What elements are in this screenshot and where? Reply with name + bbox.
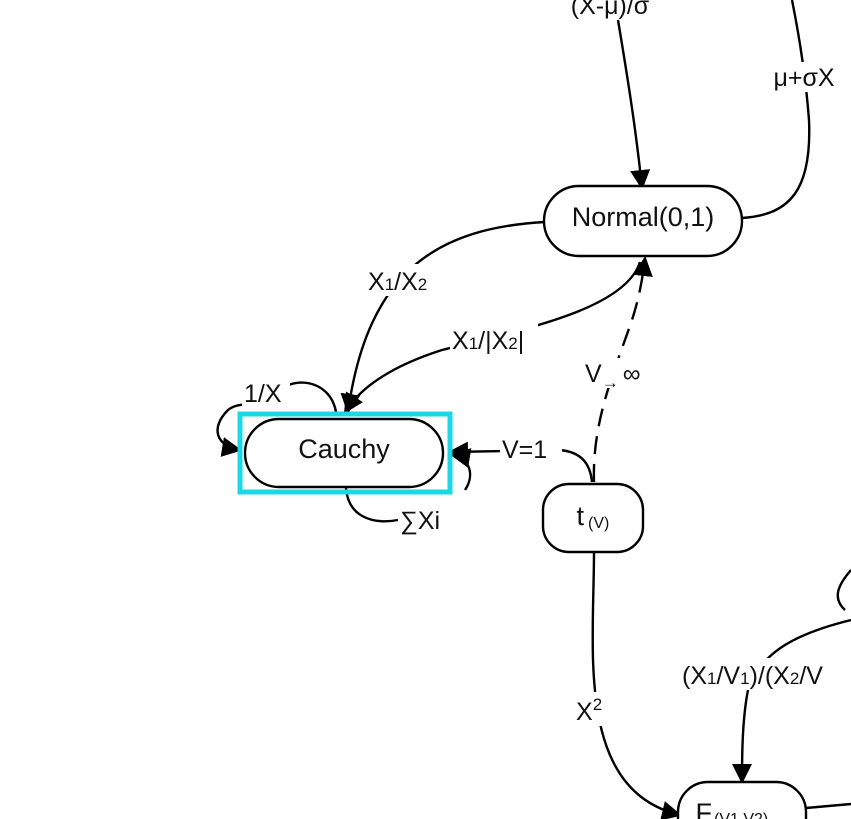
edge-f-right-partial bbox=[805, 802, 851, 810]
edge-normal-to-cauchy-ratio bbox=[340, 220, 546, 414]
edge-t-to-normal-limit bbox=[592, 256, 653, 483]
edge-standardize-to-normal bbox=[616, 19, 651, 190]
node-normal[interactable] bbox=[542, 184, 744, 258]
node-t[interactable] bbox=[541, 482, 645, 554]
node-t-label: t bbox=[576, 501, 584, 531]
edge-cauchy-sum-loop bbox=[344, 487, 399, 523]
label-f-ratio: (X1/V1)/(X2/V bbox=[682, 662, 823, 690]
cauchy-highlight bbox=[237, 411, 453, 495]
edge-normal-to-location-scale bbox=[741, 0, 811, 220]
node-f[interactable] bbox=[676, 780, 808, 819]
label-standardize: (X-μ)/σ bbox=[571, 0, 650, 20]
label-sum: ∑Xi bbox=[400, 507, 440, 535]
node-f-label: F bbox=[696, 798, 713, 819]
label-square: X2 bbox=[576, 695, 602, 726]
label-location-scale: μ+σX bbox=[773, 64, 834, 92]
label-ratio: X1/X2 bbox=[368, 268, 427, 296]
node-cauchy[interactable] bbox=[243, 417, 445, 489]
node-f-param: (V1,V2) bbox=[714, 811, 768, 819]
node-cauchy-label: Cauchy bbox=[298, 434, 390, 464]
node-t-param: (V) bbox=[588, 515, 609, 532]
edge-cauchy-right-loop bbox=[450, 448, 472, 491]
label-ratio-abs: X1/|X2| bbox=[452, 327, 524, 355]
label-v-limit: V→∞ bbox=[585, 360, 641, 392]
edge-top-right-partial bbox=[836, 569, 851, 611]
label-reciprocal: 1/X bbox=[244, 380, 282, 408]
label-v-equals-1: V=1 bbox=[502, 436, 547, 464]
edge-t-to-f-square bbox=[591, 551, 682, 819]
node-normal-label: Normal(0,1) bbox=[572, 202, 715, 232]
edge-to-f-ratio bbox=[732, 618, 851, 784]
